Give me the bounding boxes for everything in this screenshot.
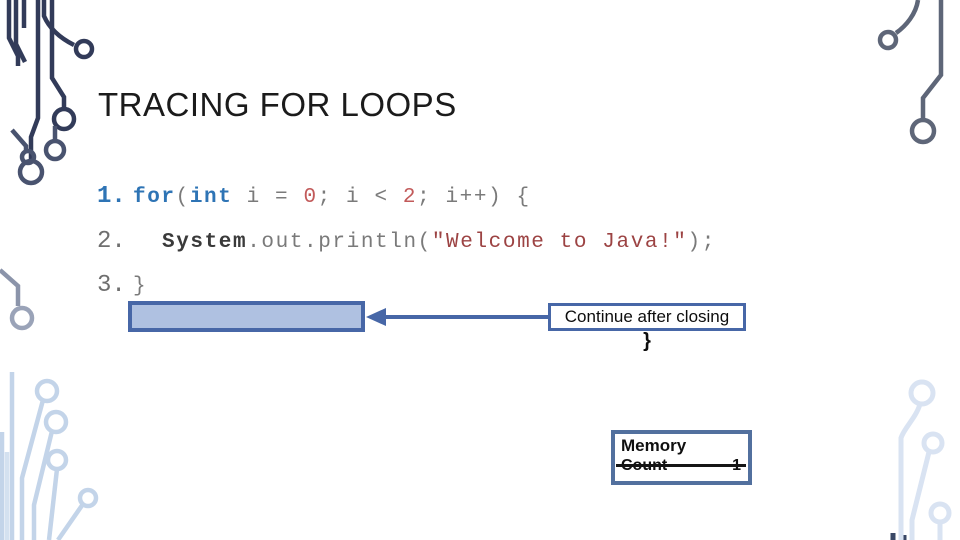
code-token: i = — [232, 186, 304, 209]
code-token: 0 — [303, 186, 318, 209]
code-token: "Welcome to Java!" — [431, 230, 688, 254]
code-token: for — [133, 186, 176, 209]
code-token: .out.println( — [247, 230, 432, 254]
strikethrough-line — [616, 464, 746, 467]
code-token: ); — [687, 230, 716, 254]
code-token: } — [133, 275, 148, 298]
memory-row: Count1 — [616, 456, 748, 475]
memory-box: Memory Count1 — [611, 430, 752, 485]
memory-title: Memory — [621, 436, 687, 455]
callout-box: Continue after closing — [548, 303, 746, 331]
code-token: ( — [175, 186, 190, 209]
code-block: 1. for(int i = 0; i < 2; i++) { 2. System.o… — [97, 183, 797, 317]
loop-highlight-box — [128, 301, 365, 332]
code-token: ; i++) { — [417, 186, 531, 209]
code-token: 2 — [402, 186, 418, 209]
code-token: ; i < — [317, 186, 403, 209]
circuit-decoration-top-right — [877, 0, 944, 145]
line-number: 2. — [97, 227, 126, 255]
line-number: 1. — [97, 183, 126, 210]
memory-rows: Count1 — [616, 456, 748, 475]
callout-brace: } — [643, 330, 651, 352]
circuit-decoration-bottom-right — [890, 379, 952, 540]
code-line: 1. for(int i = 0; i < 2; i++) { — [97, 183, 797, 228]
code-line: 2. System.out.println("Welcome to Java!")… — [97, 228, 797, 273]
page-title: TRACING FOR LOOPS — [98, 86, 457, 123]
line-number: 3. — [97, 272, 126, 299]
callout-label: Continue after closing — [564, 307, 730, 326]
circuit-decoration-bottom-left — [0, 372, 99, 540]
circuit-decoration-mid-left — [0, 126, 67, 331]
circuit-decoration-top-left — [6, 0, 95, 160]
code-token: System — [162, 230, 248, 254]
code-line: 3.} — [97, 272, 797, 317]
code-token: int — [189, 186, 233, 209]
